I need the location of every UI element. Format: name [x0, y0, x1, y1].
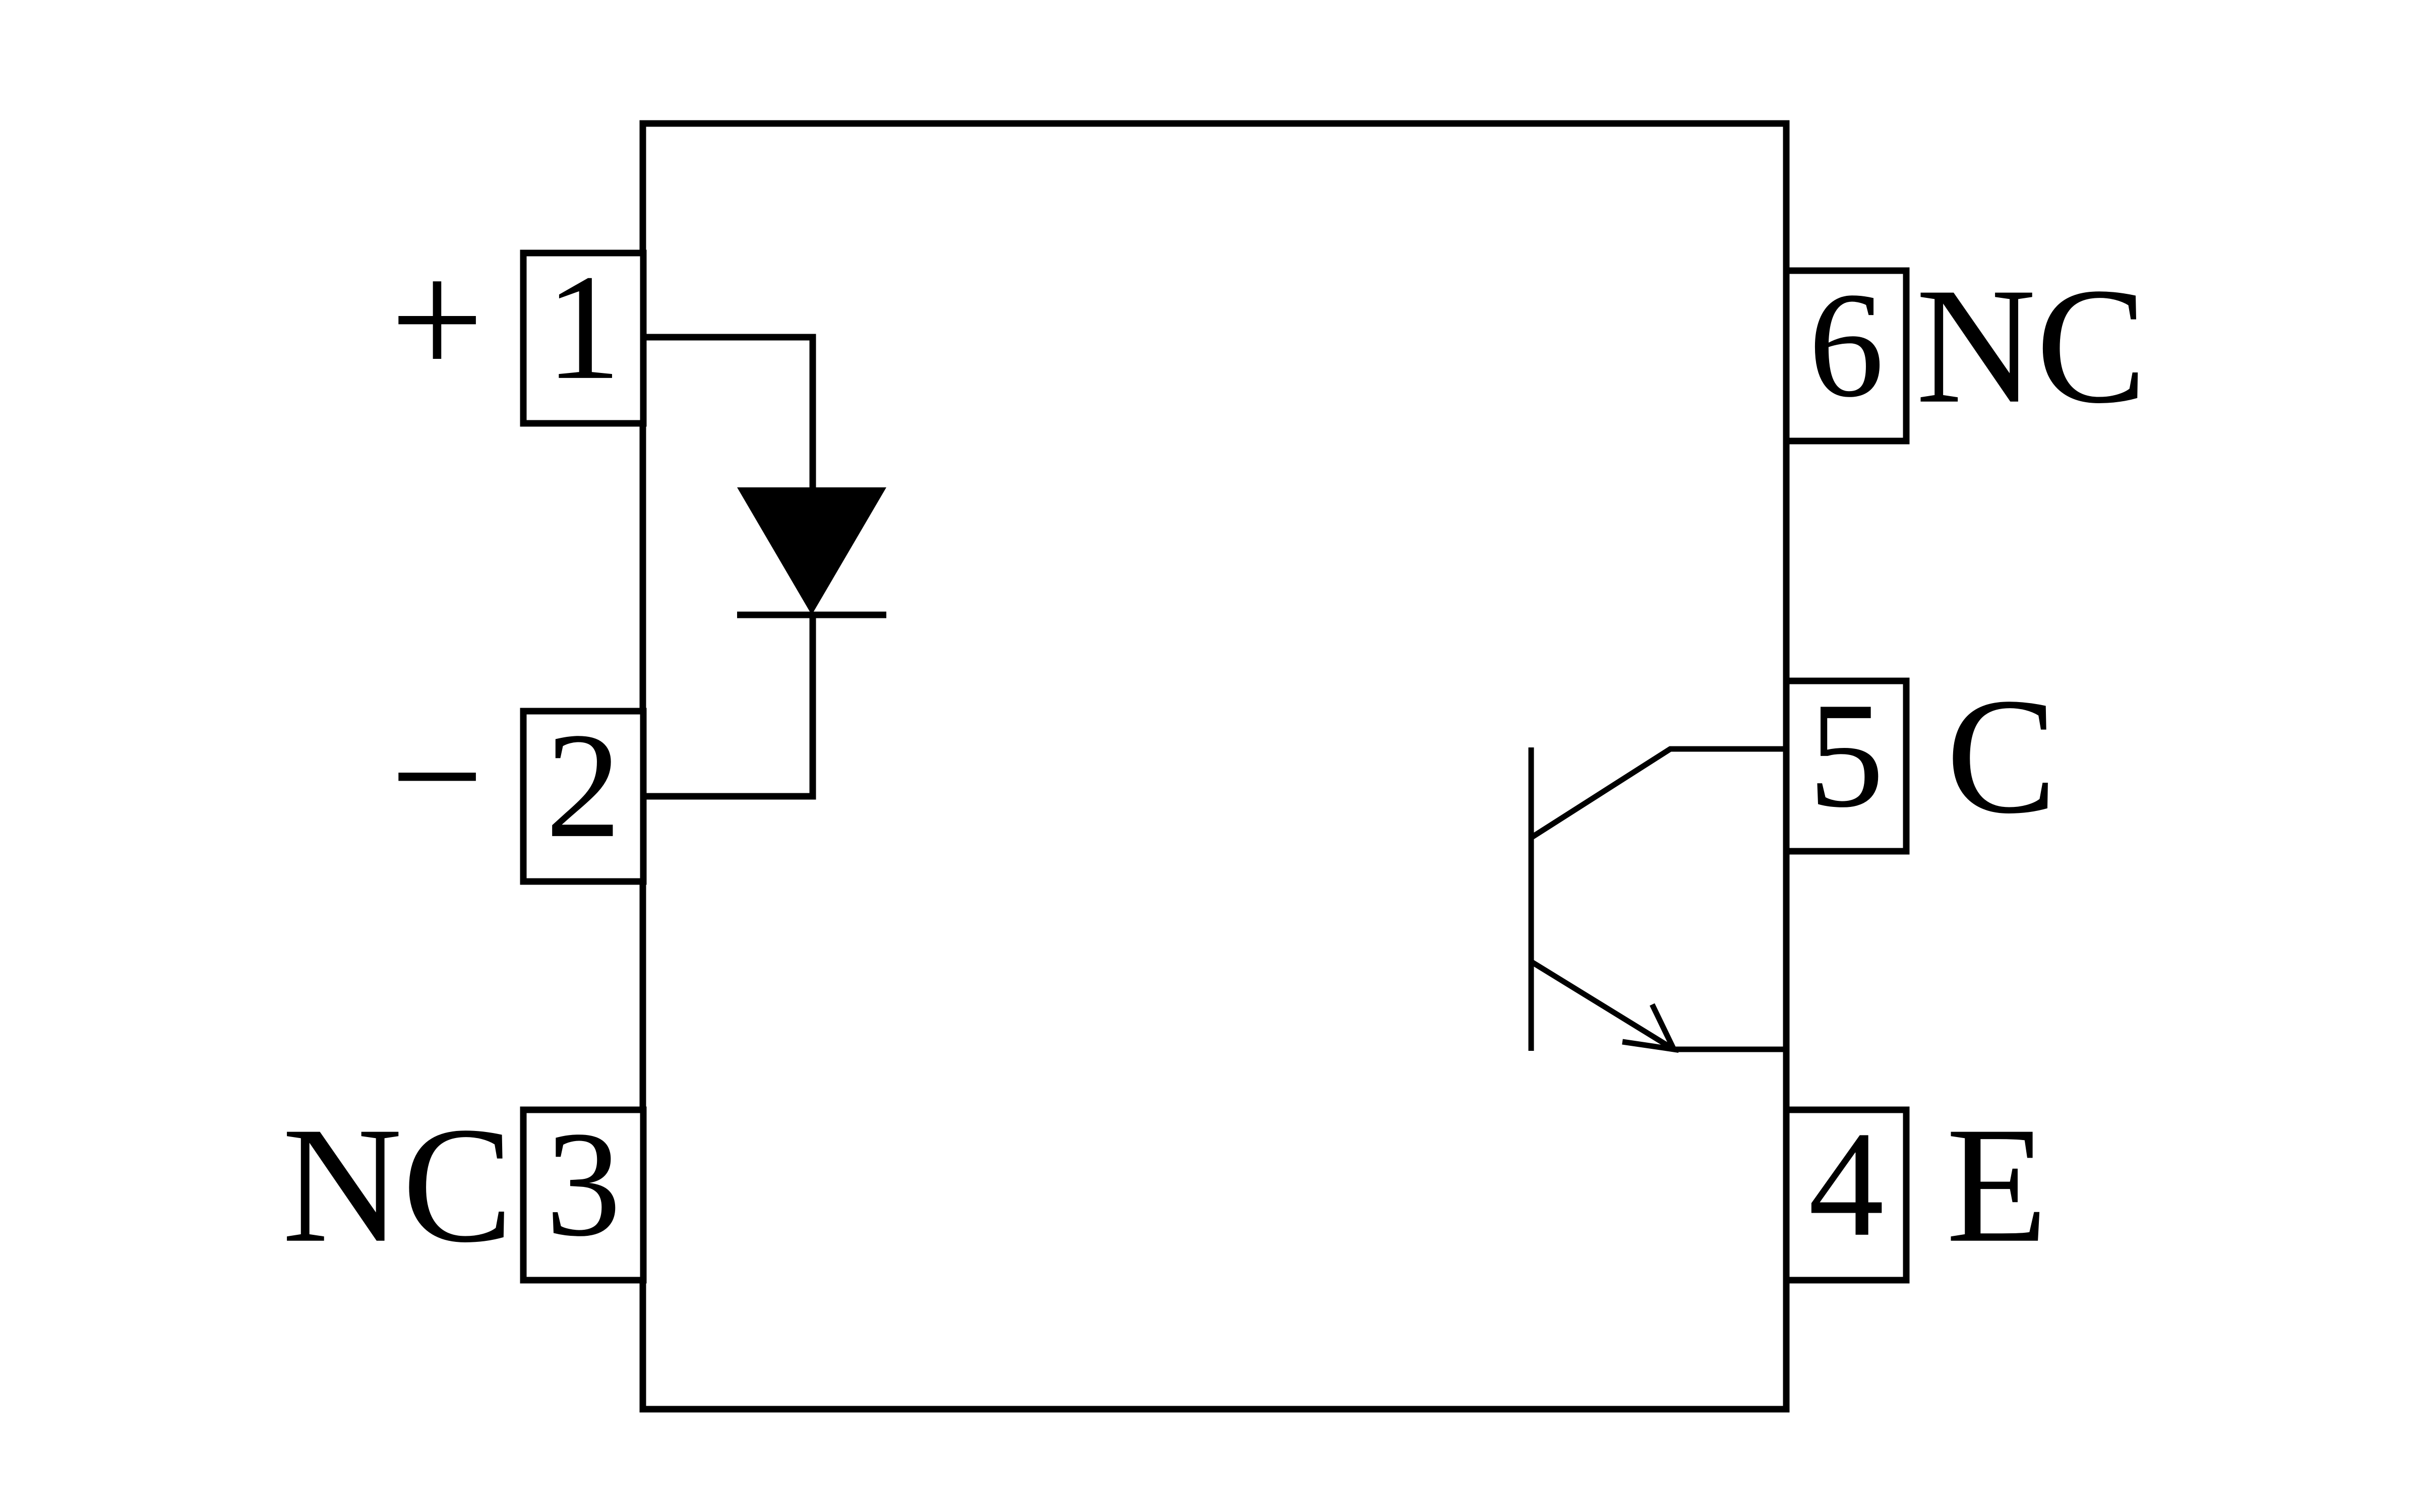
pin-4-group[interactable]: 4 E	[1783, 1093, 2048, 1284]
pin-1-box[interactable]	[520, 249, 647, 427]
pin-6-box[interactable]	[1783, 267, 1910, 445]
pin-6-group[interactable]: 6 NC	[1783, 254, 2147, 445]
pin-3-number: 3	[546, 1100, 621, 1268]
led-cathode-wire	[643, 615, 816, 800]
transistor-collector-diagonal	[1530, 746, 1672, 840]
pin-5-group[interactable]: 5 C	[1783, 664, 2057, 855]
pin-5-label-c: C	[1946, 664, 2057, 848]
pin-2-label-minus: −	[390, 684, 484, 868]
pin-3-group[interactable]: 3 NC	[282, 1093, 647, 1284]
pin-6-number: 6	[1808, 261, 1884, 428]
pin-5-box[interactable]	[1783, 677, 1910, 855]
pin-4-number: 4	[1808, 1100, 1884, 1268]
pin-1-number: 1	[546, 243, 621, 411]
led-triangle-icon	[737, 487, 886, 615]
pin-2-number: 2	[546, 702, 621, 869]
pin-6-label-nc: NC	[1916, 254, 2147, 438]
pin-1-label-plus: +	[390, 228, 484, 412]
pin-4-box[interactable]	[1783, 1106, 1910, 1284]
pin-3-label-nc: NC	[282, 1093, 513, 1277]
package-body-outline	[639, 120, 1790, 1413]
transistor-emitter-arrow-icon	[1622, 1003, 1679, 1053]
led-anode-wire	[643, 334, 816, 487]
led-symbol-group	[643, 334, 886, 800]
pin-5-number: 5	[1808, 671, 1884, 839]
pin-3-box[interactable]	[520, 1106, 647, 1284]
pin-2-box[interactable]	[520, 708, 647, 885]
transistor-emitter-diagonal	[1530, 959, 1675, 1052]
pin-4-label-e: E	[1946, 1093, 2048, 1277]
pin-2-group[interactable]: 2 −	[390, 684, 647, 885]
pin-1-group[interactable]: 1 +	[390, 228, 647, 427]
